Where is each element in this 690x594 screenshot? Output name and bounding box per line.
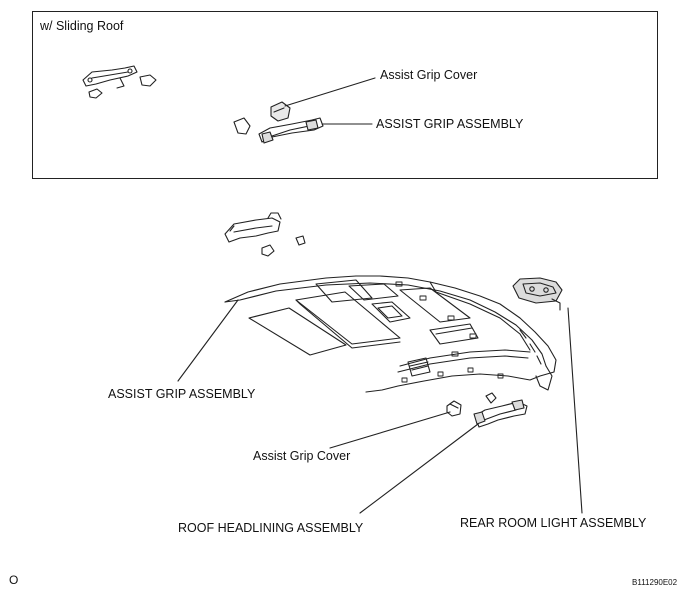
inset-title: w/ Sliding Roof [40,19,124,33]
sliding-roof-inset-frame [32,11,658,179]
rear-room-light-label: REAR ROOM LIGHT ASSEMBLY [460,516,647,530]
roof-headlining-body [224,275,557,393]
assist-grip-cover-label: Assist Grip Cover [253,449,351,463]
inset-assist-grip-assembly [233,117,324,144]
inset-grip-cover [270,101,291,122]
roof-headlining-label: ROOF HEADLINING ASSEMBLY [178,521,364,535]
footer-left-mark: O [9,573,19,587]
assist-grip-upper [224,212,282,243]
headlining-pads [248,279,479,377]
assist-grip-lower [473,392,528,428]
inset-grip-cover-label: Assist Grip Cover [380,68,478,82]
grip-cover-upper [261,235,306,257]
grip-cover-lower [446,400,462,417]
rear-room-light [512,277,563,311]
inset-assist-grip-left [82,65,138,89]
assist-grip-assembly-label: ASSIST GRIP ASSEMBLY [108,387,256,401]
inset-grip-cover-left [88,74,157,99]
inset-grip-assembly-label: ASSIST GRIP ASSEMBLY [376,117,524,131]
headlining-clips [395,281,504,383]
figure-code: B111290E02 [632,578,678,587]
